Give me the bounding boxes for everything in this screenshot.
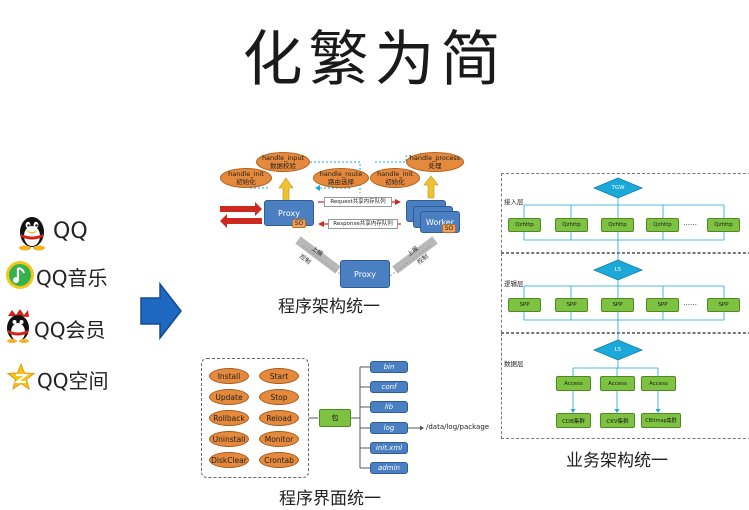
layer-label-logic: 逻辑层 bbox=[504, 280, 524, 288]
business-diagram: 接入层 逻辑层 数据层 TGW L5 L5 Qzhttp Qzhttp Qzht… bbox=[500, 170, 749, 442]
access-node: Access bbox=[600, 376, 635, 391]
dir-admin[interactable]: admin bbox=[370, 462, 408, 474]
package-box: 包 bbox=[319, 409, 351, 427]
cmd-rollback[interactable]: Rollback bbox=[209, 410, 249, 426]
qzhttp-node: Qzhttp bbox=[646, 218, 679, 232]
storage-ckv: CKV集群 bbox=[600, 413, 635, 428]
cmd-stop[interactable]: Stop bbox=[259, 389, 299, 405]
interface-diagram: Install Start Update Stop Rollback Reloa… bbox=[198, 356, 508, 484]
proxy-bottom-box: Proxy bbox=[340, 260, 390, 288]
layer-panel-access bbox=[501, 173, 749, 253]
cmd-uninstall[interactable]: Uninstall bbox=[209, 431, 249, 447]
slide-title: 化繁为简 bbox=[242, 25, 507, 95]
storage-cdb: CDB集群 bbox=[556, 413, 591, 428]
big-right-arrow-icon bbox=[140, 282, 182, 340]
product-label-qq-vip: QQ会员 bbox=[34, 318, 106, 342]
cmd-diskclear[interactable]: DiskClear bbox=[209, 452, 249, 468]
dir-conf[interactable]: conf bbox=[370, 381, 408, 393]
worker-so-tag: SO bbox=[442, 224, 456, 233]
proxy-so-tag: SO bbox=[292, 219, 306, 228]
qzhttp-node: Qzhttp bbox=[555, 218, 588, 232]
response-queue-bar: Response共享内存队列 bbox=[328, 219, 398, 229]
cmd-reload[interactable]: Reload bbox=[259, 410, 299, 426]
dir-lib[interactable]: lib bbox=[370, 401, 408, 413]
spp-node: SPP bbox=[707, 298, 740, 312]
product-list: QQ QQ音乐 QQ会员 QQ空间 bbox=[0, 205, 135, 405]
node-handle-route: handle_route 路由选择 bbox=[313, 168, 369, 188]
qzhttp-node: Qzhttp bbox=[707, 218, 740, 232]
commands-panel bbox=[201, 358, 309, 478]
cmd-crontab[interactable]: Crontab bbox=[259, 452, 299, 468]
interface-connectors bbox=[309, 366, 424, 469]
tgw-label: TGW bbox=[611, 185, 625, 191]
qzone-star-icon bbox=[7, 363, 35, 391]
node-handle-process: handle_process 处理 bbox=[406, 152, 464, 172]
access-node: Access bbox=[641, 376, 676, 391]
layer-panel-logic bbox=[501, 253, 749, 333]
l5-label-b: L5 bbox=[614, 347, 622, 353]
spp-node: SPP bbox=[601, 298, 634, 312]
product-label-qq: QQ bbox=[53, 219, 88, 244]
qq-vip-penguin-icon bbox=[7, 309, 29, 343]
storage-cbitmap: CBitmap集群 bbox=[641, 413, 681, 428]
layer-panel-data bbox=[501, 333, 749, 439]
dir-init-xml[interactable]: init.xml bbox=[370, 442, 408, 454]
product-label-qq-music: QQ音乐 bbox=[36, 266, 108, 290]
dir-log[interactable]: log bbox=[370, 422, 408, 434]
cmd-install[interactable]: Install bbox=[209, 368, 249, 384]
cmd-update[interactable]: Update bbox=[209, 389, 249, 405]
business-connectors bbox=[523, 177, 725, 413]
l5-label-a: L5 bbox=[614, 267, 622, 273]
cmd-start[interactable]: Start bbox=[259, 368, 299, 384]
qq-music-icon bbox=[6, 261, 34, 289]
qzhttp-ellipsis: …… bbox=[683, 219, 697, 227]
layer-label-access: 接入层 bbox=[504, 198, 524, 206]
spp-ellipsis: …… bbox=[683, 299, 697, 307]
access-node: Access bbox=[556, 376, 591, 391]
business-caption: 业务架构统一 bbox=[566, 451, 668, 471]
qzhttp-node: Qzhttp bbox=[508, 218, 541, 232]
qq-penguin-icon bbox=[19, 217, 45, 251]
interface-caption: 程序界面统一 bbox=[279, 489, 381, 509]
node-handle-input: handle_input 数据校验 bbox=[256, 152, 310, 172]
dir-bin[interactable]: bin bbox=[370, 361, 408, 373]
qzhttp-node: Qzhttp bbox=[601, 218, 634, 232]
spp-node: SPP bbox=[508, 298, 541, 312]
proxy-top-box: Proxy bbox=[264, 200, 314, 226]
log-path-label: /data/log/package bbox=[426, 423, 490, 431]
layer-label-data: 数据层 bbox=[504, 360, 524, 368]
cmd-monitor[interactable]: Monitor bbox=[259, 431, 299, 447]
node-handle-init-right: handle_init 初始化 bbox=[370, 168, 420, 188]
product-label-qzone: QQ空间 bbox=[37, 369, 109, 393]
request-queue-label: Request共享内存队列 bbox=[330, 199, 386, 205]
spp-node: SPP bbox=[555, 298, 588, 312]
framework-caption: 程序架构统一 bbox=[278, 297, 380, 317]
response-queue-label: Response共享内存队列 bbox=[333, 221, 393, 227]
node-handle-init-left: handle_init 初始化 bbox=[220, 168, 272, 188]
framework-diagram: handle_init 初始化 handle_input 数据校验 handle… bbox=[210, 148, 475, 293]
request-queue-bar: Request共享内存队列 bbox=[324, 197, 392, 207]
spp-node: SPP bbox=[646, 298, 679, 312]
